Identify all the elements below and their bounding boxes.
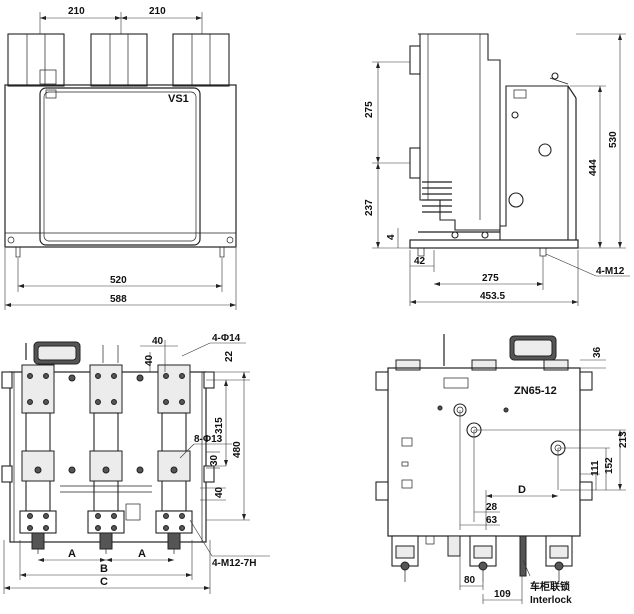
side-dim-front-offset: 42 bbox=[414, 256, 426, 267]
pole-column-3 bbox=[155, 364, 193, 534]
rear-dim-213: 213 bbox=[618, 431, 629, 448]
insulator-fins bbox=[422, 181, 452, 213]
side-dim-lower-height: 237 bbox=[364, 199, 375, 216]
top-hole-callout-13: 8-Φ13 bbox=[194, 434, 223, 445]
side-bolt-callout: 4-M12 bbox=[596, 266, 625, 277]
top-hole-callout-14: 4-Φ14 bbox=[212, 333, 241, 344]
side-dim-small-offset: 4 bbox=[386, 234, 397, 240]
rear-dim-111: 111 bbox=[590, 460, 601, 476]
side-view: 275 237 4 444 530 42 275 453.5 4-M12 bbox=[364, 33, 630, 306]
top-dim-22: 22 bbox=[224, 350, 235, 362]
rear-dim-109: 109 bbox=[494, 589, 511, 600]
top-dim-480: 480 bbox=[232, 441, 243, 458]
rear-dim-28: 28 bbox=[486, 502, 498, 513]
top-dim-40-bottom: 40 bbox=[214, 486, 225, 498]
top-label-b: B bbox=[100, 563, 108, 575]
pole-column-1 bbox=[19, 364, 57, 534]
side-dim-total-depth: 453.5 bbox=[480, 291, 505, 302]
top-dim-40-top: 40 bbox=[152, 336, 164, 347]
front-model-label: VS1 bbox=[168, 93, 189, 105]
rear-view: ZN65-12 D 28 63 36 21 bbox=[375, 334, 629, 606]
side-dim-total-height: 530 bbox=[608, 131, 619, 148]
top-label-a-left: A bbox=[68, 548, 76, 560]
front-dim-overall-width: 588 bbox=[110, 294, 127, 305]
front-view: 210 210 VS1 520 588 bbox=[4, 6, 237, 310]
rear-label-d: D bbox=[518, 484, 526, 496]
front-dim-mount-width: 520 bbox=[110, 275, 127, 286]
pole-column-2 bbox=[87, 364, 125, 534]
rear-interlock-cn: 车柜联锁 bbox=[530, 580, 570, 593]
rear-dim-80: 80 bbox=[464, 575, 476, 586]
front-dim-pole-spacing-right: 210 bbox=[149, 6, 166, 17]
side-dim-mount-height: 444 bbox=[588, 159, 599, 176]
side-dim-upper-height: 275 bbox=[364, 101, 375, 118]
top-thread-callout: 4-M12-7H bbox=[212, 558, 256, 569]
side-dim-mount-depth: 275 bbox=[482, 273, 499, 284]
top-dim-30: 30 bbox=[209, 454, 220, 466]
top-dim-315: 315 bbox=[214, 417, 225, 434]
top-view: 40 4-Φ14 40 22 315 480 8-Φ13 30 40 4-M12… bbox=[1, 333, 270, 594]
rear-dim-36: 36 bbox=[592, 346, 603, 358]
top-label-c: C bbox=[100, 576, 108, 588]
rear-interlock-en: Interlock bbox=[530, 595, 572, 606]
rear-dim-63: 63 bbox=[486, 515, 498, 526]
rear-dim-152: 152 bbox=[604, 457, 615, 474]
rear-model-label: ZN65-12 bbox=[514, 385, 557, 397]
top-label-a-right: A bbox=[138, 548, 146, 560]
front-dim-pole-spacing-left: 210 bbox=[68, 6, 85, 17]
top-dim-40-side: 40 bbox=[144, 354, 155, 366]
